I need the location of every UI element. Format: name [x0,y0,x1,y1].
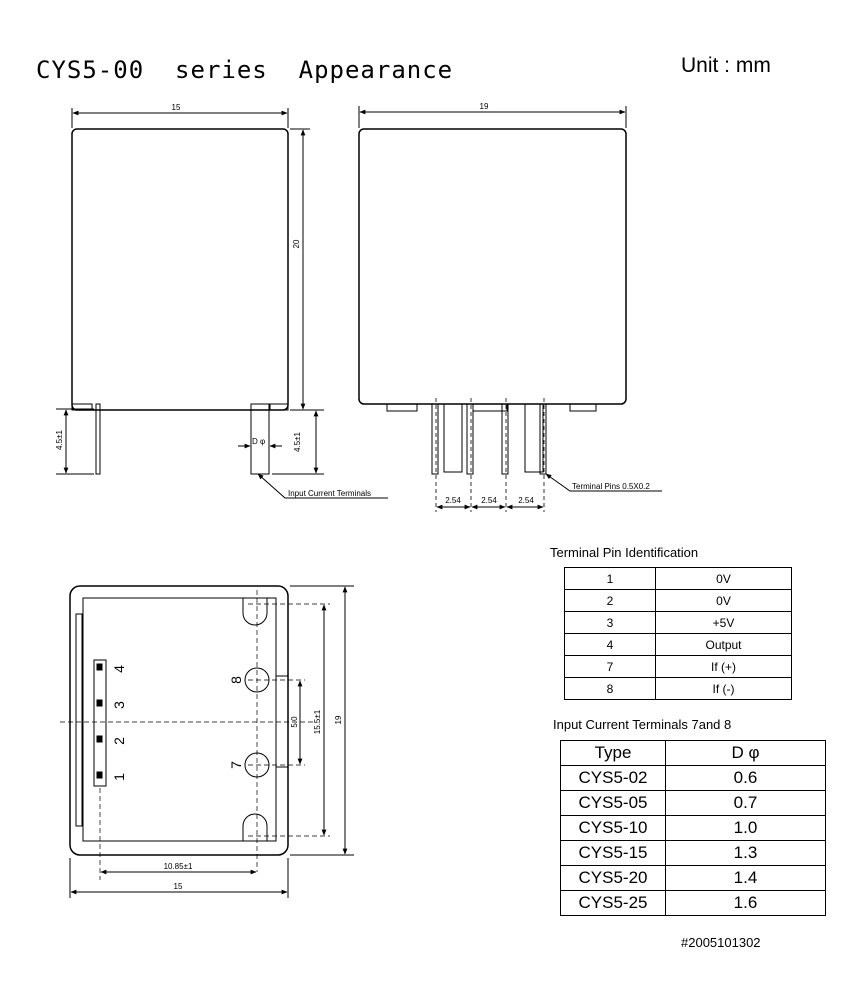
document-code: #2005101302 [681,935,761,950]
signal-cell: If (-) [655,677,792,700]
pin-label-3: 3 [111,701,127,709]
front-width-dim: 15 [172,103,181,112]
bottom-dim-width: 15 [174,882,183,891]
pin-label-4: 4 [111,665,127,673]
d-cell: 1.0 [665,815,826,841]
front-body [71,128,289,411]
d-cell: 0.7 [665,790,826,816]
pin-cell: 3 [564,611,656,634]
header-type: Type [560,740,666,766]
type-cell: CYS5-05 [560,790,666,816]
type-cell: CYS5-02 [560,765,666,791]
type-cell: CYS5-10 [560,815,666,841]
page-title: CYS5-00 series Appearance [36,56,454,84]
d-cell: 1.3 [665,840,826,866]
side-width-dim: 19 [480,102,489,111]
side-foot-left [386,403,418,412]
front-view: 15 20 4.5±1 4.5±1 D φ Input Current Term… [55,103,388,499]
side-pin-2 [466,403,474,475]
unit-label: Unit : mm [681,54,771,77]
front-height-dim: 20 [292,239,301,248]
side-terminal-7 [443,403,463,473]
side-pin-4 [539,403,547,475]
side-body [358,128,627,405]
mount-hole-top [242,598,268,626]
front-pin-dia-label: D φ [252,437,265,446]
pin-table-title: Terminal Pin Identification [550,545,699,560]
pin-cell: 2 [564,589,656,612]
bottom-dim-inner: 15.5±1 [313,709,322,734]
header-d: D φ [665,740,826,766]
pin-strip [93,659,107,787]
side-callout: Terminal Pins 0.5X0.2 [572,482,650,491]
type-cell: CYS5-25 [560,890,666,916]
pin-cell: 1 [564,567,656,590]
side-pin-1 [431,403,439,475]
front-pin-left [95,403,101,475]
bottom-dim-offset: 10.85±1 [164,862,193,871]
pin-cell: 8 [564,677,656,700]
signal-cell: 0V [655,567,792,590]
d-cell: 1.6 [665,890,826,916]
bottom-body-outer [69,585,289,856]
signal-cell: If (+) [655,655,792,678]
side-view: 19 2.54 2.54 2.54 Terminal Pins 0.5X0.2 [358,102,662,512]
side-terminal-8 [524,403,544,473]
table-header-row: Type D φ [560,740,826,766]
bottom-view: 4 3 2 1 8 7 19 15.5±1 5.0 10.85± [60,585,354,898]
mount-hole-bottom [242,813,268,841]
side-pitch-2: 2.54 [481,496,497,505]
bottom-body-inner [82,597,277,842]
signal-cell: 0V [655,589,792,612]
side-pitch-3: 2.54 [518,496,534,505]
front-left-pin-dim: 4.5±1 [55,429,64,450]
type-cell: CYS5-15 [560,840,666,866]
pin-cell: 7 [564,655,656,678]
front-foot-right [269,403,289,411]
pin-label-2: 2 [111,737,127,745]
bottom-dim-total: 19 [334,715,343,724]
d-cell: 0.6 [665,765,826,791]
type-cell: CYS5-20 [560,865,666,891]
side-foot-right [569,403,597,412]
pin-cell: 4 [564,633,656,656]
side-pitch-1: 2.54 [445,496,461,505]
table-row: 3+5V [564,611,792,634]
front-right-pin-dim: 4.5±1 [293,431,302,452]
signal-cell: Output [655,633,792,656]
front-callout: Input Current Terminals [288,489,371,498]
bottom-dim-spacing: 5.0 [290,716,299,728]
pin-label-1: 1 [111,773,127,781]
type-table-title: Input Current Terminals 7and 8 [553,717,732,732]
front-foot-left [71,403,93,411]
terminal-label-8: 8 [228,676,244,684]
side-pin-3 [501,403,509,475]
terminal-label-7: 7 [228,761,244,769]
signal-cell: +5V [655,611,792,634]
d-cell: 1.4 [665,865,826,891]
